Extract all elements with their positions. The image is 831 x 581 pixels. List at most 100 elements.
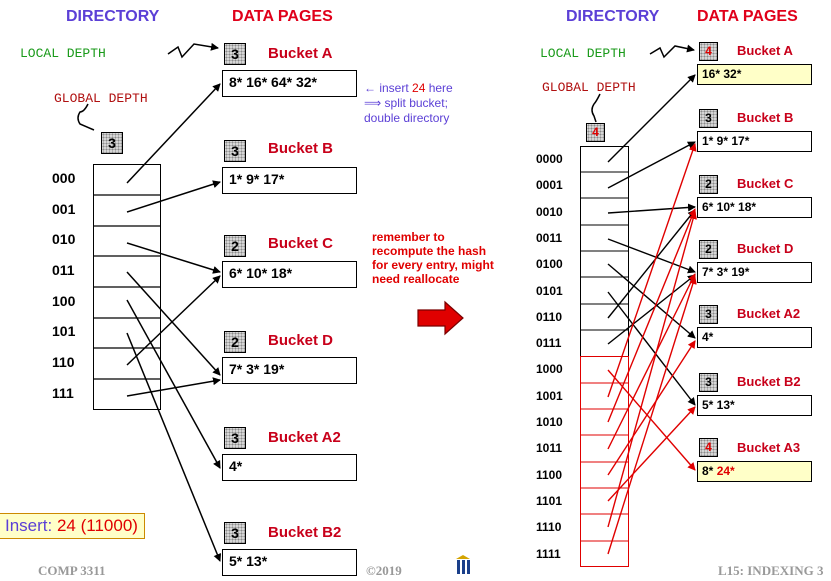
left-bucket-a-depth: 3 xyxy=(224,43,246,65)
left-bucket-b-entries: 1* 9* 17* xyxy=(222,167,357,194)
left-dir-entry-label: 111 xyxy=(52,385,74,401)
pointer-1111 xyxy=(607,276,697,555)
right-bucket-b2-depth: 3 xyxy=(699,373,718,392)
transition-arrow xyxy=(417,300,464,336)
pointer-100 xyxy=(126,299,221,469)
right-dir-entry-label: 1111 xyxy=(536,546,561,561)
right-bucket-c-depth: 2 xyxy=(699,175,718,194)
right-directory-header: DIRECTORY xyxy=(566,8,660,25)
pointer-0000 xyxy=(607,74,696,163)
pointer-1101 xyxy=(607,406,696,502)
left-bucket-c-entries: 6* 10* 18* xyxy=(222,261,357,288)
left-dir-entry-label: 001 xyxy=(52,201,76,217)
left-directory-header: DIRECTORY xyxy=(66,8,160,25)
left-local-depth-pointer xyxy=(167,42,219,59)
right-global-depth-label: GLOBAL DEPTH xyxy=(542,80,636,95)
right-bucket-a2-depth: 3 xyxy=(699,305,718,324)
right-bucket-a3-depth: 4 xyxy=(699,438,718,457)
right-dir-entry-label: 1101 xyxy=(536,493,563,508)
pointer-1110 xyxy=(607,211,697,528)
right-dir-entry-label: 0000 xyxy=(536,152,563,166)
left-bucket-b-name: Bucket B xyxy=(268,140,334,157)
pointer-0010 xyxy=(607,203,696,214)
right-bucket-c-name: Bucket C xyxy=(737,176,794,191)
university-logo xyxy=(452,554,474,576)
left-bucket-a2-name: Bucket A2 xyxy=(268,429,341,446)
remember-note: remember to recompute the hash for every… xyxy=(372,230,494,286)
left-global-depth-box: 3 xyxy=(101,132,123,154)
footer-copyright: ©2019 xyxy=(366,563,402,578)
right-dir-entry-label: 1110 xyxy=(536,520,562,535)
right-global-depth-pointer xyxy=(591,93,601,123)
remember-note-line: remember to xyxy=(372,230,445,244)
right-dir-entry-label: 0011 xyxy=(536,230,563,245)
right-bucket-a-entries: 16* 32* xyxy=(697,64,812,85)
right-bucket-a3-entry-red: 24* xyxy=(716,464,735,478)
right-bucket-d-depth: 2 xyxy=(699,240,718,259)
left-bucket-b2-name: Bucket B2 xyxy=(268,524,342,541)
right-local-depth-label: LOCAL DEPTH xyxy=(540,46,626,61)
left-dir-entry-label: 110 xyxy=(52,354,75,370)
right-bucket-a3-name: Bucket A3 xyxy=(737,440,801,455)
insert-note-line2: ⟹ split bucket; xyxy=(364,96,448,110)
right-bucket-a-depth: 4 xyxy=(699,42,718,61)
pointer-1100 xyxy=(607,340,696,476)
right-local-depth-pointer xyxy=(649,44,695,59)
right-bucket-a-name: Bucket A xyxy=(737,43,793,58)
right-bucket-b-entries: 1* 9* 17* xyxy=(697,131,812,152)
left-bucket-d-name: Bucket D xyxy=(268,332,334,349)
right-bucket-a3-entry-black: 8* xyxy=(702,464,717,478)
insert-note-prefix: ← insert xyxy=(364,81,413,95)
remember-note-line: for every entry, might xyxy=(372,258,494,272)
insert-note-number: 24 xyxy=(412,81,426,95)
right-bucket-b2-name: Bucket B2 xyxy=(737,374,801,389)
right-dir-entry-label: 0100 xyxy=(536,257,563,272)
right-bucket-d-entries: 7* 3* 19* xyxy=(697,262,812,283)
pointer-000 xyxy=(126,83,221,184)
left-bucket-d-depth: 2 xyxy=(224,331,246,353)
pointer-0001 xyxy=(607,141,696,189)
left-bucket-b2-depth: 3 xyxy=(224,522,246,544)
right-dir-entry-label: 0001 xyxy=(536,178,563,193)
pointer-0101 xyxy=(607,291,696,406)
right-global-depth-box: 4 xyxy=(586,123,605,142)
right-bucket-c-entries: 6* 10* 18* xyxy=(697,197,812,218)
right-dir-entry-label: 1001 xyxy=(536,388,563,403)
left-bucket-a2-depth: 3 xyxy=(224,427,246,449)
pointer-001 xyxy=(126,180,221,213)
left-dir-entry-label: 000 xyxy=(52,170,76,186)
right-bucket-a3-entries: 8* 24* xyxy=(697,461,812,482)
left-dir-entry-label: 010 xyxy=(52,231,76,247)
left-bucket-c-name: Bucket C xyxy=(268,235,334,252)
right-dir-entry-label: 1000 xyxy=(536,362,563,377)
right-bucket-b-name: Bucket B xyxy=(737,110,794,125)
right-dir-entry-label: 1010 xyxy=(536,415,563,429)
right-dir-entry-label: 1100 xyxy=(536,467,563,482)
pointer-101 xyxy=(126,332,222,562)
right-dir-entry-label: 0010 xyxy=(536,204,563,219)
left-global-depth-label: GLOBAL DEPTH xyxy=(54,91,148,106)
right-dir-entry-label: 0110 xyxy=(536,309,563,324)
pointer-011 xyxy=(126,271,221,376)
left-dir-entry-label: 011 xyxy=(52,262,75,278)
right-bucket-b-depth: 3 xyxy=(699,109,718,128)
pointer-1001 xyxy=(607,143,697,398)
pointer-1010 xyxy=(607,208,697,423)
insert-note-suffix: here xyxy=(425,81,453,95)
pointer-010 xyxy=(126,242,221,274)
left-local-depth-label: LOCAL DEPTH xyxy=(20,46,106,61)
left-bucket-a-entries: 8* 16* 64* 32* xyxy=(222,70,357,97)
pointer-1011 xyxy=(607,273,696,450)
pointer-0111 xyxy=(607,274,696,345)
right-bucket-a2-entries: 4* xyxy=(697,327,812,348)
footer-course: COMP 3311 xyxy=(38,563,106,578)
right-dir-entry-label: 0101 xyxy=(536,283,563,298)
insert-note-line3: double directory xyxy=(364,111,450,125)
right-data-pages-header: DATA PAGES xyxy=(697,8,798,25)
pointer-0011 xyxy=(607,238,696,274)
remember-note-line: recompute the hash xyxy=(372,244,487,258)
right-bucket-d-name: Bucket D xyxy=(737,241,794,256)
left-bucket-a2-entries: 4* xyxy=(222,454,357,481)
pointer-0110 xyxy=(607,209,696,319)
